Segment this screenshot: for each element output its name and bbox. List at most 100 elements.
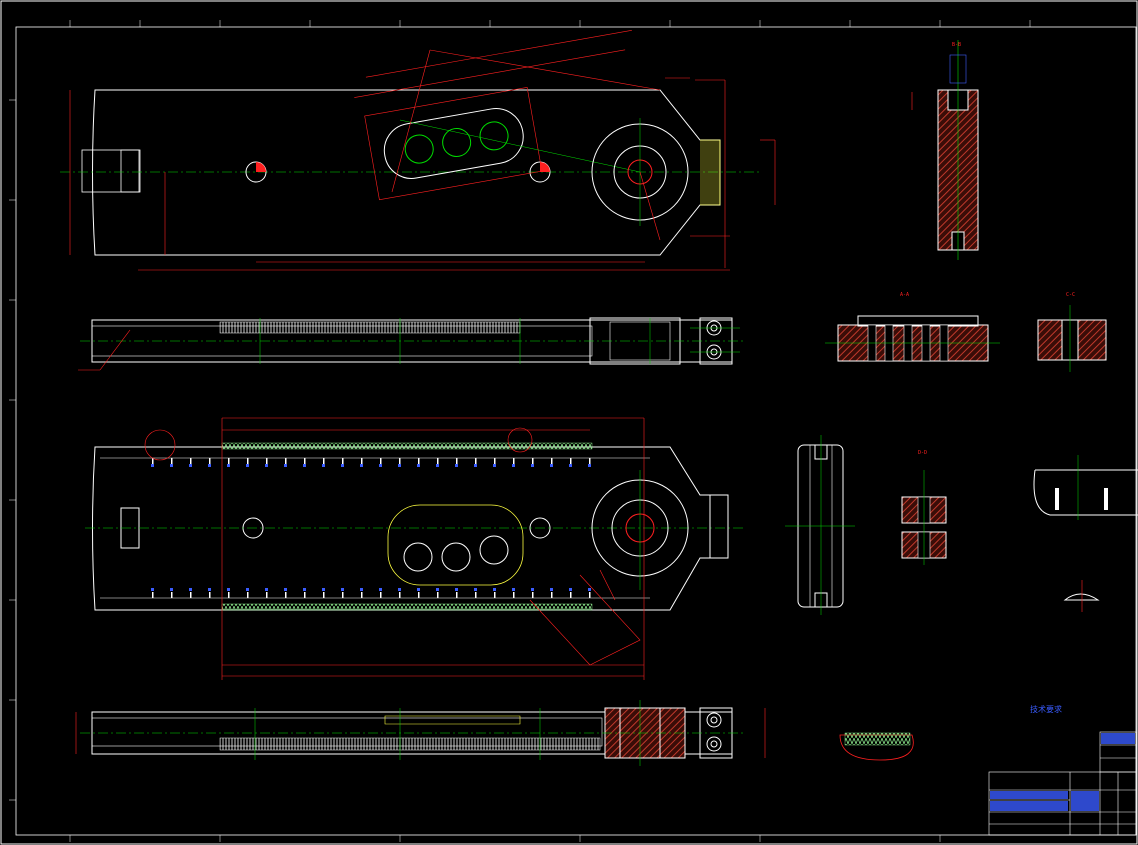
rail-marker bbox=[493, 464, 496, 467]
detail-rack-teeth bbox=[839, 732, 914, 761]
rail-tick-mark bbox=[171, 592, 173, 598]
rail-tick-mark bbox=[361, 458, 363, 464]
rail-marker bbox=[265, 464, 268, 467]
rail-tick-mark bbox=[342, 458, 344, 464]
rail-marker bbox=[531, 588, 534, 591]
rail-tick-mark bbox=[399, 458, 401, 464]
rail-marker bbox=[284, 464, 287, 467]
rail-marker bbox=[284, 588, 287, 591]
rail-tick-mark bbox=[551, 592, 553, 598]
rail-marker bbox=[227, 464, 230, 467]
rail-tick-mark bbox=[152, 592, 154, 598]
section-b-b bbox=[911, 40, 979, 260]
rail-marker bbox=[455, 588, 458, 591]
rail-tick-mark bbox=[190, 592, 192, 598]
rail-tick-mark bbox=[171, 458, 173, 464]
section-c-c-label: C-C bbox=[1066, 292, 1076, 298]
rail-marker bbox=[208, 588, 211, 591]
tech-requirements-title: 技术要求 bbox=[1030, 705, 1062, 714]
rail-tick-mark bbox=[304, 592, 306, 598]
detail-profile bbox=[1033, 455, 1138, 612]
rail-marker bbox=[265, 588, 268, 591]
lower-rail-view bbox=[75, 700, 766, 766]
section-d-d bbox=[901, 470, 947, 565]
rail-marker bbox=[588, 588, 591, 591]
rail-tick-mark bbox=[209, 592, 211, 598]
rail-marker bbox=[341, 588, 344, 591]
upper-rail-view bbox=[78, 317, 745, 371]
section-d-d-label: D-D bbox=[918, 450, 928, 456]
rail-marker bbox=[398, 588, 401, 591]
rail-tick-mark bbox=[475, 592, 477, 598]
rail-tick-mark bbox=[228, 458, 230, 464]
section-b-b-label: B-B bbox=[952, 42, 962, 48]
title-block bbox=[988, 731, 1137, 836]
rail-marker bbox=[417, 588, 420, 591]
rail-tick-mark bbox=[570, 458, 572, 464]
rail-tick-mark bbox=[513, 458, 515, 464]
section-a-a-label: A-A bbox=[900, 292, 910, 298]
rail-tick-mark bbox=[437, 458, 439, 464]
rail-marker bbox=[474, 464, 477, 467]
rail-tick-mark bbox=[342, 592, 344, 598]
rail-tick-mark bbox=[323, 592, 325, 598]
rail-tick-mark bbox=[418, 458, 420, 464]
rail-marker bbox=[246, 464, 249, 467]
rail-tick-mark bbox=[266, 458, 268, 464]
rail-tick-mark bbox=[494, 458, 496, 464]
rail-marker bbox=[170, 588, 173, 591]
middle-plan-view bbox=[85, 417, 745, 680]
rail-marker bbox=[303, 464, 306, 467]
rail-tick-mark bbox=[475, 458, 477, 464]
rail-marker bbox=[379, 588, 382, 591]
rail-tick-mark bbox=[304, 458, 306, 464]
rail-marker bbox=[208, 464, 211, 467]
rail-tick-mark bbox=[589, 458, 591, 464]
rail-marker bbox=[398, 464, 401, 467]
rail-tick-mark bbox=[266, 592, 268, 598]
rail-tick-mark bbox=[570, 592, 572, 598]
rail-tick-mark bbox=[247, 592, 249, 598]
rail-marker bbox=[531, 464, 534, 467]
rail-marker bbox=[512, 464, 515, 467]
rail-tick-mark bbox=[513, 592, 515, 598]
rail-marker bbox=[569, 588, 572, 591]
rail-tick-mark bbox=[589, 592, 591, 598]
rail-marker bbox=[474, 588, 477, 591]
rail-marker bbox=[189, 464, 192, 467]
rail-tick-mark bbox=[399, 592, 401, 598]
rail-marker bbox=[455, 464, 458, 467]
rail-tick-mark bbox=[418, 592, 420, 598]
rail-marker bbox=[569, 464, 572, 467]
rail-marker bbox=[436, 588, 439, 591]
rail-marker bbox=[151, 464, 154, 467]
rail-marker bbox=[322, 464, 325, 467]
rail-marker bbox=[322, 588, 325, 591]
rail-marker bbox=[417, 464, 420, 467]
rail-marker bbox=[379, 464, 382, 467]
side-view-pulley bbox=[785, 435, 855, 615]
rail-tick-mark bbox=[247, 458, 249, 464]
rail-tick-mark bbox=[532, 592, 534, 598]
rail-marker bbox=[588, 464, 591, 467]
rail-marker bbox=[189, 588, 192, 591]
title-block-fills bbox=[990, 733, 1135, 811]
rail-marker bbox=[360, 464, 363, 467]
rail-marker bbox=[303, 588, 306, 591]
rail-marker bbox=[341, 464, 344, 467]
rail-marker bbox=[151, 588, 154, 591]
rail-tick-mark bbox=[380, 458, 382, 464]
rail-tick-mark bbox=[228, 592, 230, 598]
section-c-c bbox=[1037, 305, 1107, 372]
rail-marker bbox=[493, 588, 496, 591]
rail-tick-mark bbox=[152, 458, 154, 464]
rail-marker bbox=[246, 588, 249, 591]
rail-marker bbox=[550, 464, 553, 467]
rail-marker bbox=[436, 464, 439, 467]
rail-tick-mark bbox=[551, 458, 553, 464]
rail-marker bbox=[512, 588, 515, 591]
rail-tick-mark bbox=[494, 592, 496, 598]
rail-marker bbox=[360, 588, 363, 591]
rail-tick-mark bbox=[532, 458, 534, 464]
